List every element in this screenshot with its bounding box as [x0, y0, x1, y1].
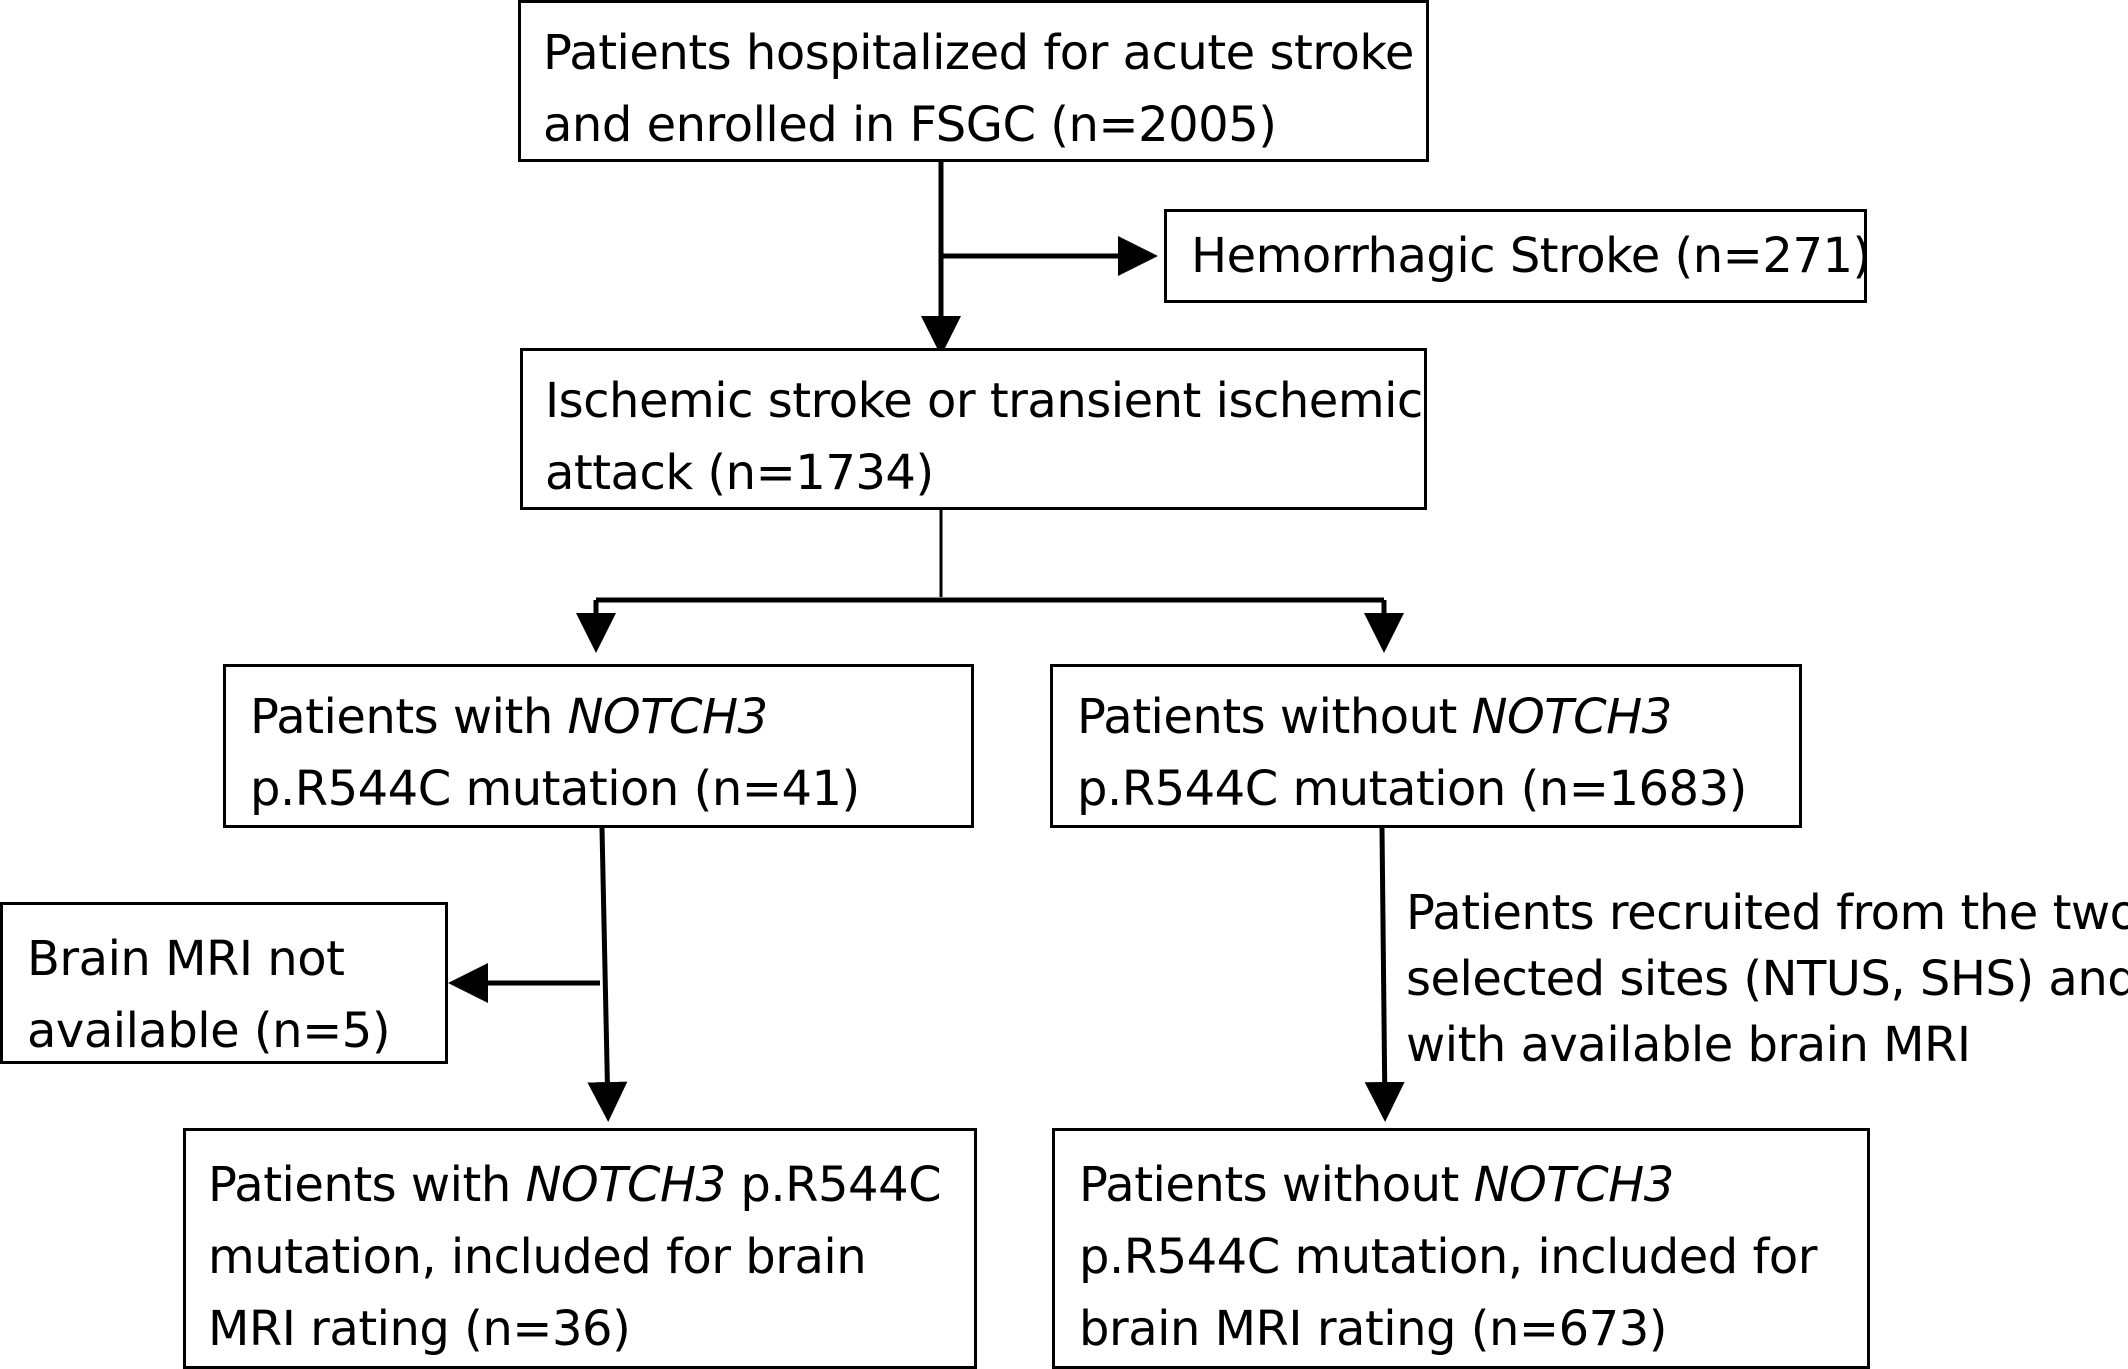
- recruitment-note-line-3: with available brain MRI: [1406, 1017, 1971, 1073]
- with-included-prefix: Patients with: [208, 1157, 526, 1213]
- arrow-with-to-included: [587, 827, 628, 1122]
- without-included-gene: NOTCH3: [1473, 1157, 1675, 1213]
- without-included-box: Patients without NOTCH3 p.R544C mutation…: [1052, 1128, 1870, 1369]
- with-included-line-3: MRI rating (n=36): [208, 1301, 631, 1357]
- with-included-box: Patients with NOTCH3 p.R544C mutation, i…: [183, 1128, 977, 1369]
- arrow-without-to-included: [1364, 827, 1405, 1122]
- without-included-line-1: Patients without NOTCH3: [1079, 1149, 1867, 1221]
- mri-not-available-line-2: available (n=5): [27, 1003, 391, 1059]
- without-mutation-line-1: Patients without NOTCH3: [1077, 681, 1799, 753]
- with-mutation-gene: NOTCH3: [567, 689, 769, 745]
- with-mutation-prefix: Patients with: [250, 689, 568, 745]
- enrolled-box: Patients hospitalized for acute stroke a…: [518, 0, 1429, 162]
- without-mutation-line-2: p.R544C mutation (n=1683): [1077, 761, 1747, 817]
- hemorrhagic-text: Hemorrhagic Stroke (n=271): [1191, 228, 1871, 284]
- recruitment-note-line-1: Patients recruited from the two: [1406, 885, 2128, 941]
- with-included-suffix: p.R544C: [725, 1157, 942, 1213]
- ischemic-text-line-1: Ischemic stroke or transient ischemic: [545, 373, 1423, 429]
- without-mutation-gene: NOTCH3: [1471, 689, 1673, 745]
- without-included-line-2: p.R544C mutation, included for: [1079, 1229, 1817, 1285]
- recruitment-note: Patients recruited from the two selected…: [1406, 880, 2128, 1078]
- without-mutation-prefix: Patients without: [1077, 689, 1472, 745]
- without-included-prefix: Patients without: [1079, 1157, 1474, 1213]
- with-mutation-line-1: Patients with NOTCH3: [250, 681, 971, 753]
- with-included-line-2: mutation, included for brain: [208, 1229, 867, 1285]
- without-included-line-3: brain MRI rating (n=673): [1079, 1301, 1667, 1357]
- mri-not-available-line-1: Brain MRI not: [27, 931, 345, 987]
- without-mutation-box: Patients without NOTCH3 p.R544C mutation…: [1050, 664, 1802, 828]
- enrolled-text-line-2: and enrolled in FSGC (n=2005): [543, 97, 1277, 153]
- hemorrhagic-box: Hemorrhagic Stroke (n=271): [1164, 209, 1871, 303]
- ischemic-text-line-2: attack (n=1734): [545, 445, 934, 501]
- with-included-line-1: Patients with NOTCH3 p.R544C: [208, 1149, 974, 1221]
- recruitment-note-line-2: selected sites (NTUS, SHS) and: [1406, 951, 2128, 1007]
- with-included-gene: NOTCH3: [525, 1157, 727, 1213]
- enrolled-text-line-1: Patients hospitalized for acute stroke: [543, 25, 1414, 81]
- with-mutation-box: Patients with NOTCH3 p.R544C mutation (n…: [223, 664, 974, 828]
- mri-not-available-box: Brain MRI not available (n=5): [0, 902, 448, 1064]
- with-mutation-line-2: p.R544C mutation (n=41): [250, 761, 860, 817]
- ischemic-box: Ischemic stroke or transient ischemic at…: [520, 348, 1427, 510]
